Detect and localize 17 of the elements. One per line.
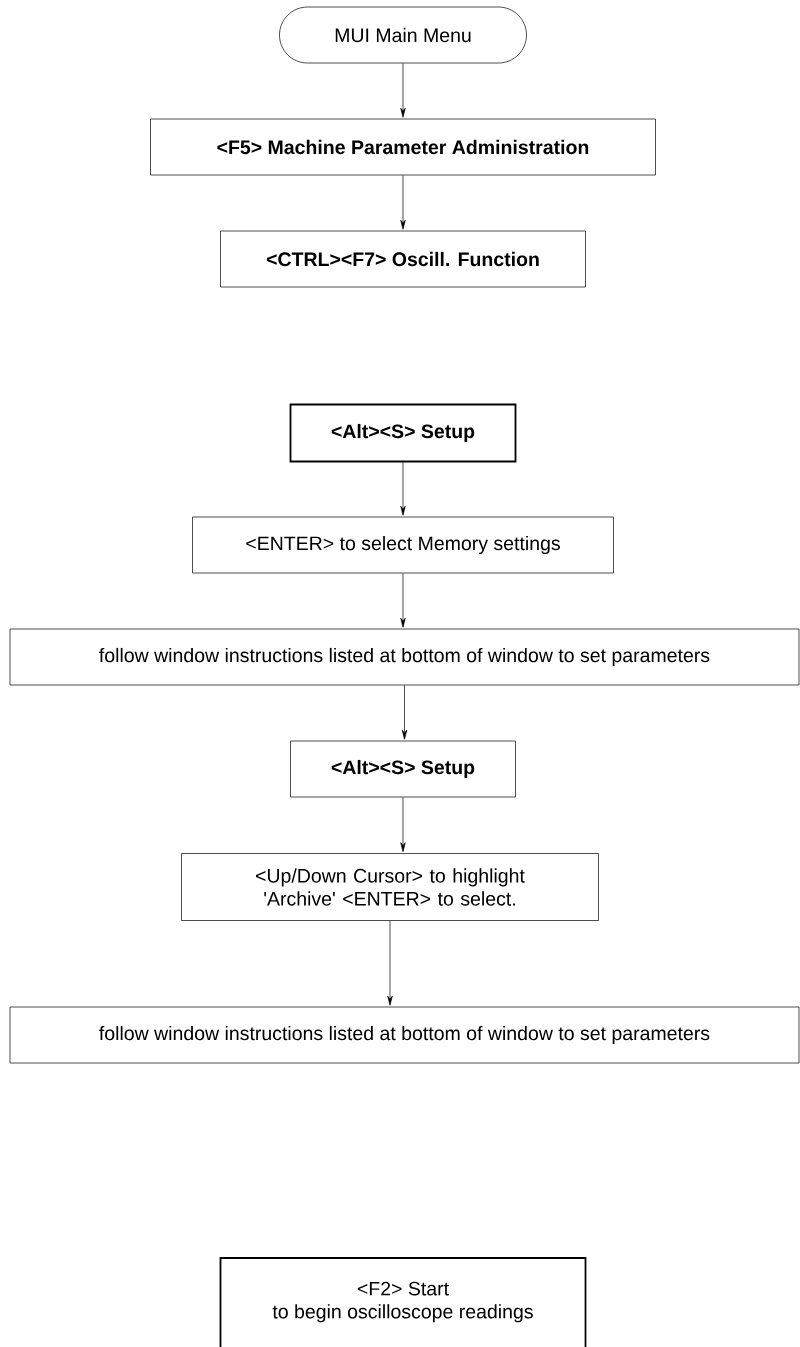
start-terminal: MUI Main Menu bbox=[279, 6, 527, 64]
arrow bbox=[401, 685, 408, 740]
arrow bbox=[400, 573, 406, 628]
arrow bbox=[400, 462, 406, 516]
arrow bbox=[400, 175, 406, 230]
arrow bbox=[387, 920, 393, 1006]
process-box: follow window instructions listed at bottom of window to set parameters bbox=[9, 628, 800, 686]
process-box: <ENTER> to select Memory settings bbox=[192, 516, 614, 574]
arrow bbox=[400, 797, 406, 853]
process-box: follow window instructions listed at bottom of window to set parameters bbox=[9, 1006, 800, 1064]
process-box: <F2> Start to begin oscilloscope readings bbox=[219, 1257, 587, 1347]
process-box: <Alt><S> Setup bbox=[290, 740, 516, 798]
process-box: <CTRL><F7> Oscill. Function bbox=[220, 230, 586, 288]
process-box: <F5> Machine Parameter Administration bbox=[150, 118, 656, 176]
process-box: <Up/Down Cursor> to highlight 'Archive' <ENTER> to select. bbox=[181, 853, 599, 921]
process-box: <Alt><S> Setup bbox=[289, 403, 517, 463]
arrow bbox=[400, 63, 406, 118]
